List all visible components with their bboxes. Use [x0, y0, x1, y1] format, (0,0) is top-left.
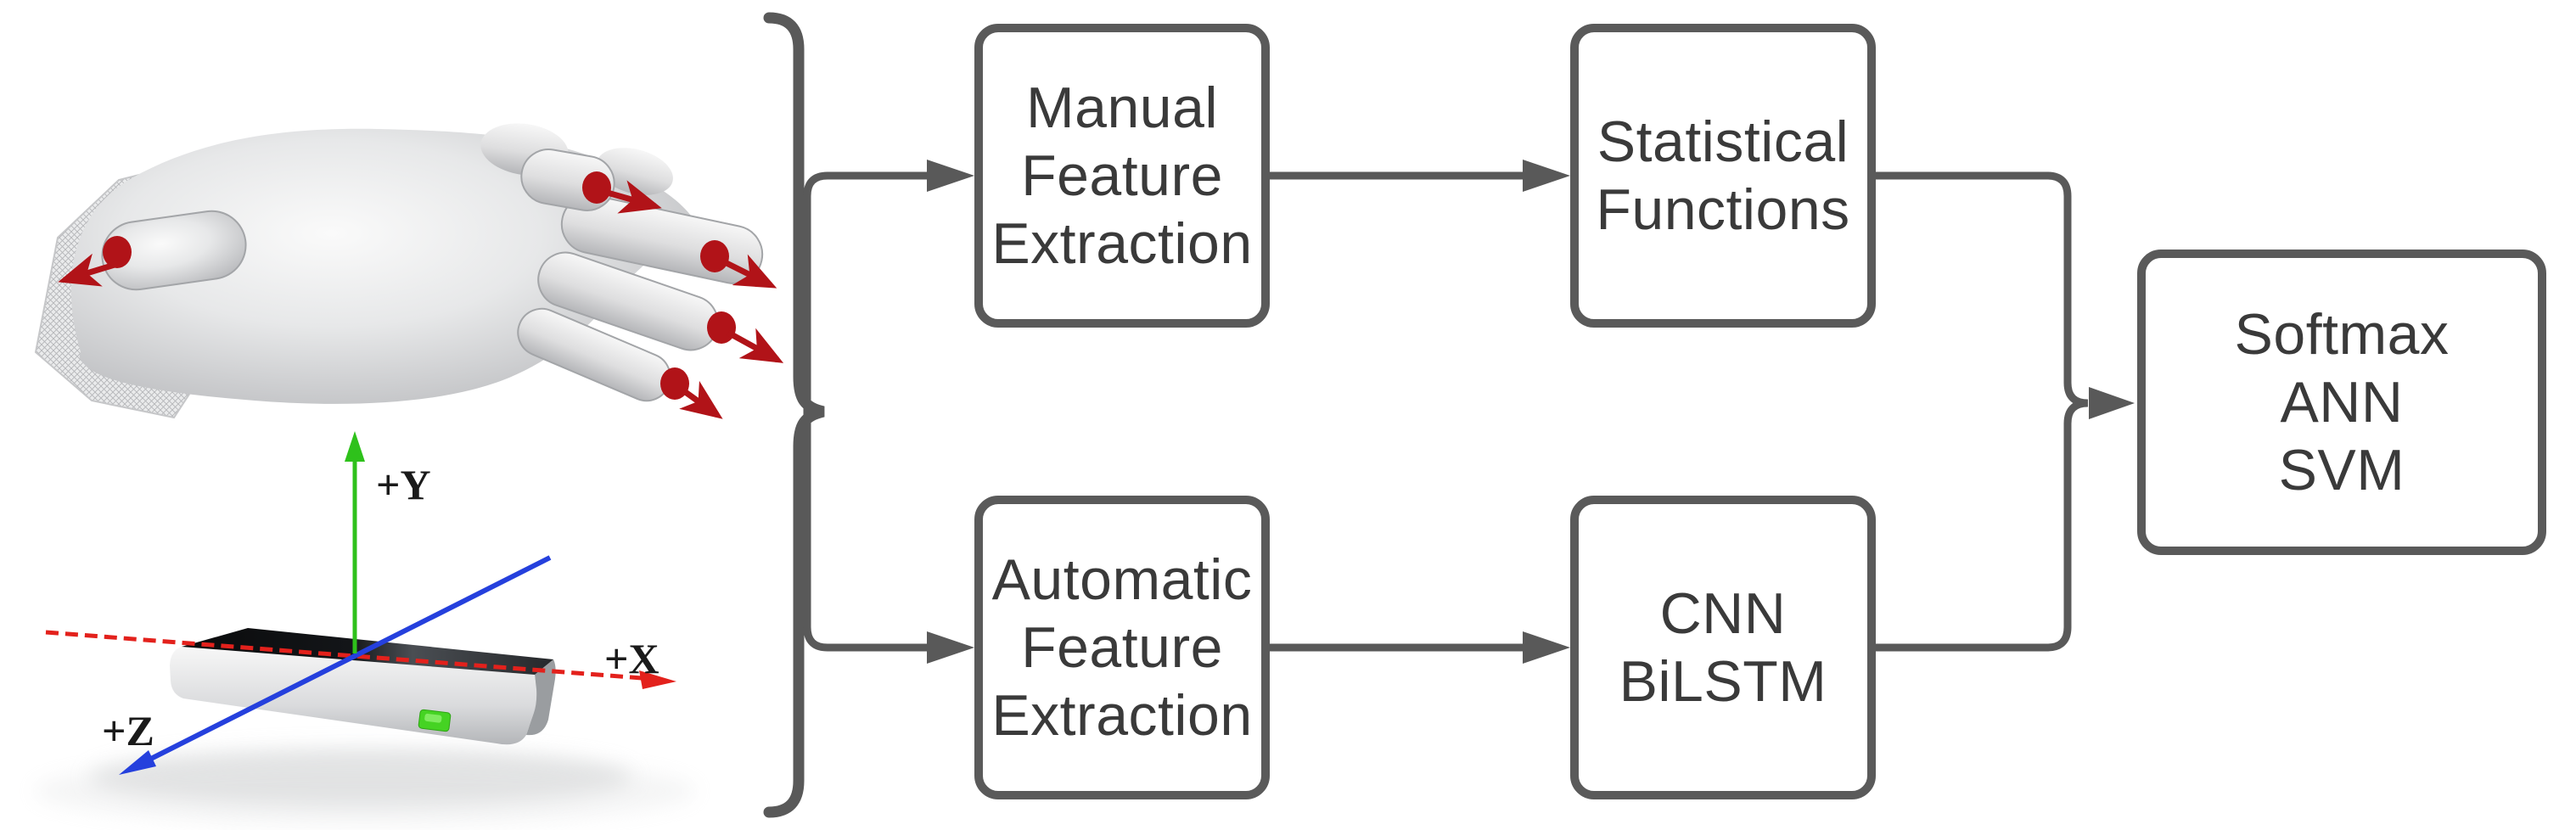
- axis-y-label: +Y: [376, 461, 431, 508]
- box-label-line: Softmax: [2234, 302, 2450, 367]
- axis-x-arrowhead-icon: [639, 670, 676, 689]
- arrowhead-to-classifier-icon: [2089, 387, 2135, 419]
- box-label-line: BiLSTM: [1619, 649, 1827, 714]
- flow-box-manual-feature-extraction: Manual Feature Extraction: [974, 24, 1270, 328]
- curly-brace: [763, 12, 825, 818]
- fingertip-dot-middle: [700, 240, 729, 272]
- box-label-line: Statistical: [1597, 109, 1849, 174]
- split-connector: [803, 171, 930, 652]
- fingertip-markers: [58, 171, 784, 419]
- arrowhead-to-statistical-icon: [1523, 160, 1570, 192]
- sensor-shadow: [34, 757, 696, 825]
- flow-box-cnn-bilstm: CNN BiLSTM: [1570, 496, 1876, 799]
- arrowhead-to-automatic-icon: [927, 631, 974, 664]
- box-label-line: Functions: [1596, 177, 1850, 242]
- axis-z-arrow: [139, 555, 552, 766]
- motion-arrow-index: [603, 180, 662, 214]
- motion-arrow-middle: [720, 254, 777, 289]
- fingertip-dot-ring: [707, 311, 736, 344]
- box-label-line: SVM: [2278, 438, 2405, 502]
- box-label-line: Extraction: [991, 683, 1253, 748]
- box-label-line: ANN: [2280, 370, 2404, 435]
- merge-connector: [1876, 171, 2089, 652]
- hand-3d-illustration: [34, 123, 764, 419]
- sensor-right-cap: [526, 659, 556, 736]
- arrowhead-to-cnn-icon: [1523, 631, 1570, 664]
- fingertip-dot-index: [582, 171, 611, 204]
- motion-arrow-ring: [727, 328, 784, 363]
- arrowhead-to-manual-icon: [927, 160, 974, 192]
- box-label-line: CNN: [1659, 581, 1787, 646]
- box-label-line: Extraction: [991, 211, 1253, 276]
- axis-z-label: +Z: [102, 707, 154, 754]
- flow-box-automatic-feature-extraction: Automatic Feature Extraction: [974, 496, 1270, 799]
- motion-arrow-thumb: [58, 253, 127, 287]
- axis-x-arrow: [45, 630, 643, 681]
- box-label-line: Manual: [1025, 76, 1219, 140]
- box-label-line: Automatic: [991, 547, 1253, 612]
- motion-arrow-pinky: [678, 380, 723, 419]
- axis-x-label: +X: [604, 635, 659, 682]
- axis-y-arrowhead-icon: [345, 431, 365, 462]
- box-label-line: Feature: [1021, 615, 1223, 680]
- sensor-axes: +Y +X +Z: [45, 431, 676, 775]
- thumb: [101, 210, 247, 291]
- axis-z-arrowhead-icon: [119, 750, 156, 775]
- box-label-line: Feature: [1021, 143, 1223, 208]
- flow-box-softmax-ann-svm: Softmax ANN SVM: [2137, 250, 2546, 555]
- flow-box-statistical-functions: Statistical Functions: [1570, 24, 1876, 328]
- sensor-led-glow: [424, 713, 442, 723]
